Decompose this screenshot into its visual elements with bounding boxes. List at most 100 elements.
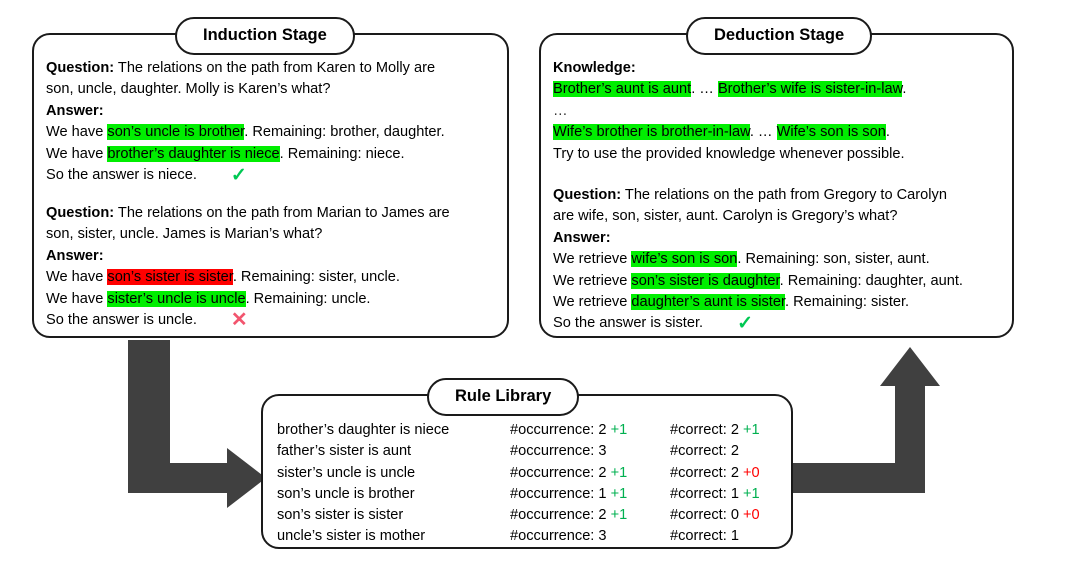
rule-highlight: son’s uncle is brother [107,124,245,141]
deduction-example: Question: The relations on the path from… [553,185,963,335]
knowledge-rule: Brother’s wife is sister-in-law [717,81,903,98]
rule-correct-value: #correct: 2 [670,464,739,481]
rule-occurrence: #occurrence: 1 +1 [510,484,670,505]
rule-occurrence-delta: +1 [610,485,628,502]
induction-stage-panel [32,33,509,338]
rule-name: brother’s daughter is niece [277,422,450,438]
conclusion-text: So the answer is uncle. [46,311,197,328]
step-prefix: We retrieve [553,293,632,310]
rule-correct: #correct: 2 +1 [670,420,810,441]
arrow-rulelib-to-deduction [788,347,940,493]
answer-label-text: Answer: [46,102,104,119]
table-row: brother’s daughter is niece #occurrence:… [277,420,810,441]
rule-correct-delta: +0 [743,464,760,481]
knowledge-label-text: Knowledge: [553,60,636,76]
question-text: The relations on the path from Marian to… [114,205,450,221]
knowledge-ellipsis: … [553,102,569,119]
step-suffix: . Remaining: brother, daughter. [244,124,445,141]
rule-occurrence-value: #occurrence: 3 [510,443,607,460]
table-row: son’s sister is sister #occurrence: 2 +1… [277,505,810,526]
rule-occurrence: #occurrence: 2 +1 [510,505,670,526]
rule-occurrence: #occurrence: 2 +1 [510,463,670,484]
table-row: uncle’s sister is mother #occurrence: 3 … [277,526,810,547]
answer-label: Answer: [46,101,445,122]
knowledge-end: . [885,124,890,141]
knowledge-sep: . … [749,124,777,141]
rule-correct-delta: +1 [743,485,760,502]
question-label: Question: [46,205,115,221]
answer-label: Answer: [46,246,450,267]
rule-occurrence: #occurrence: 3 [510,441,670,462]
induction-example-1: Question: The relations on the path from… [46,58,445,186]
table-row: sister’s uncle is uncle #occurrence: 2 +… [277,463,810,484]
knowledge-rule: Wife’s son is son [776,124,886,141]
knowledge-end: . [902,81,907,98]
rule-correct-value: #correct: 1 [670,485,739,502]
deduction-knowledge: Knowledge: Brother’s aunt is aunt. … Bro… [553,58,906,165]
induction-stage-title: Induction Stage [175,17,355,55]
rule-correct-delta: +0 [743,507,760,524]
induction-example-2: Question: The relations on the path from… [46,203,450,331]
step-suffix: . Remaining: sister. [785,293,910,310]
rule-occurrence-value: #occurrence: 2 [510,507,607,524]
rule-correct-delta: +1 [743,422,760,438]
knowledge-line: Wife’s brother is brother-in-law. … Wife… [553,122,906,143]
question-line-2: are wife, son, sister, aunt. Carolyn is … [553,208,898,225]
reasoning-step: We retrieve son’s sister is daughter. Re… [553,271,963,292]
step-prefix: We retrieve [553,272,632,289]
rule-occurrence-delta: +1 [610,507,628,524]
rule-occurrence-value: #occurrence: 1 [510,485,607,502]
rule-correct-value: #correct: 0 [670,507,739,524]
question-line-1: Question: The relations on the path from… [46,58,445,79]
rule-correct-value: #correct: 2 [670,443,739,460]
rule-correct: #correct: 1 [670,526,810,547]
question-line-1: Question: The relations on the path from… [553,185,963,206]
reasoning-step: We have son’s sister is sister. Remainin… [46,267,450,288]
check-icon: ✓ [230,164,247,186]
conclusion-line: So the answer is niece. ✓ [46,165,445,186]
question-line-2: son, uncle, daughter. Molly is Karen’s w… [46,81,331,98]
knowledge-line: Brother’s aunt is aunt. … Brother’s wife… [553,79,906,100]
step-suffix: . Remaining: daughter, aunt. [779,272,963,289]
knowledge-rule: Brother’s aunt is aunt [553,81,692,98]
rule-correct: #correct: 1 +1 [670,484,810,505]
rule-library-title: Rule Library [427,378,580,416]
rule-highlight: son’s sister is daughter [631,272,780,289]
rule-occurrence: #occurrence: 2 +1 [510,420,670,441]
question-label: Question: [553,187,622,203]
conclusion-line: So the answer is uncle. ✕ [46,308,450,331]
rule-highlight: brother’s daughter is niece [107,145,280,162]
step-suffix: . Remaining: niece. [279,145,405,162]
rule-library-table: brother’s daughter is niece #occurrence:… [277,420,810,548]
knowledge-hint: Try to use the provided knowledge whenev… [553,145,905,162]
reasoning-step: We retrieve daughter’s aunt is sister. R… [553,292,963,313]
rule-correct-value: #correct: 1 [670,528,739,545]
reasoning-step: We retrieve wife’s son is son. Remaining… [553,249,963,270]
question-text: The relations on the path from Gregory t… [621,187,947,203]
step-suffix: . Remaining: uncle. [245,290,371,307]
cross-icon: ✕ [230,308,248,331]
question-text: The relations on the path from Karen to … [114,60,436,76]
conclusion-text: So the answer is niece. [46,166,197,183]
step-prefix: We have [46,145,108,162]
conclusion-text: So the answer is sister. [553,315,704,332]
knowledge-label: Knowledge: [553,58,906,79]
rule-correct: #correct: 2 +0 [670,463,810,484]
step-prefix: We retrieve [553,251,632,268]
rule-occurrence-value: #occurrence: 2 [510,422,607,438]
knowledge-rule: Wife’s brother is brother-in-law [553,124,750,141]
answer-label: Answer: [553,228,963,249]
rule-occurrence-delta: +1 [610,464,628,481]
rule-name: son’s uncle is brother [277,485,415,502]
answer-label-text: Answer: [553,229,611,246]
arrow-induction-to-rulelib [128,340,266,508]
table-row: father’s sister is aunt #occurrence: 3 #… [277,441,810,462]
step-prefix: We have [46,269,108,286]
question-label: Question: [46,60,115,76]
rule-highlight: sister’s uncle is uncle [107,290,246,307]
rule-correct-value: #correct: 2 [670,422,739,438]
rule-occurrence: #occurrence: 3 [510,526,670,547]
step-prefix: We have [46,290,108,307]
rule-occurrence-delta: +1 [610,422,628,438]
step-suffix: . Remaining: sister, uncle. [232,269,400,286]
